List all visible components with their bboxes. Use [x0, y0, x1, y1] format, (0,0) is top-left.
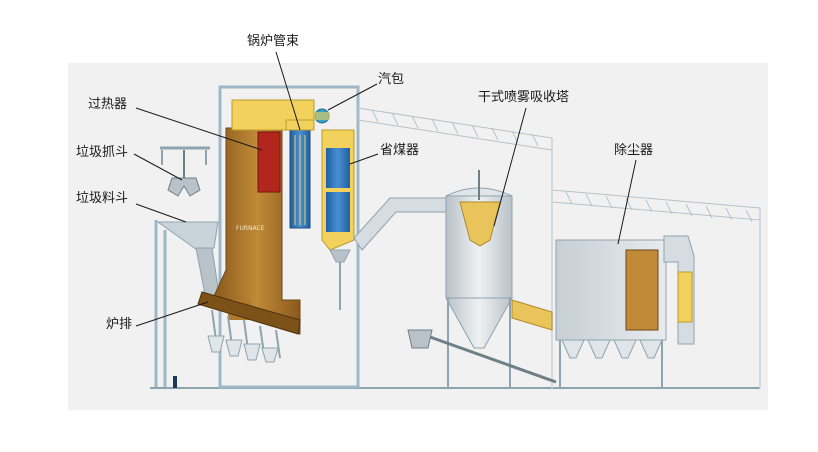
superheater	[258, 132, 280, 192]
flue-duct-1	[354, 198, 448, 250]
economizer	[322, 130, 354, 310]
ash-cart	[408, 330, 432, 348]
label-superheater: 过热器	[88, 97, 127, 113]
label-spray-absorber: 干式喷雾吸收塔	[478, 90, 569, 106]
label-boiler-tube-bank: 锅炉管束	[247, 34, 299, 50]
person-figure	[173, 376, 177, 388]
label-dust-collector: 除尘器	[614, 143, 653, 159]
steam-drum	[314, 109, 330, 123]
furnace-plate-text: FURNACE	[236, 225, 264, 233]
label-economizer: 省煤器	[380, 143, 419, 159]
garbage-hopper	[158, 222, 220, 300]
label-garbage-hopper: 垃圾料斗	[76, 191, 128, 207]
label-garbage-grab: 垃圾抓斗	[76, 145, 128, 161]
flue-duct-2	[512, 300, 552, 330]
dust-collector	[556, 236, 694, 388]
boiler-tube-bank	[286, 120, 314, 228]
label-grate: 炉排	[106, 317, 132, 333]
label-steam-drum: 汽包	[378, 72, 404, 88]
